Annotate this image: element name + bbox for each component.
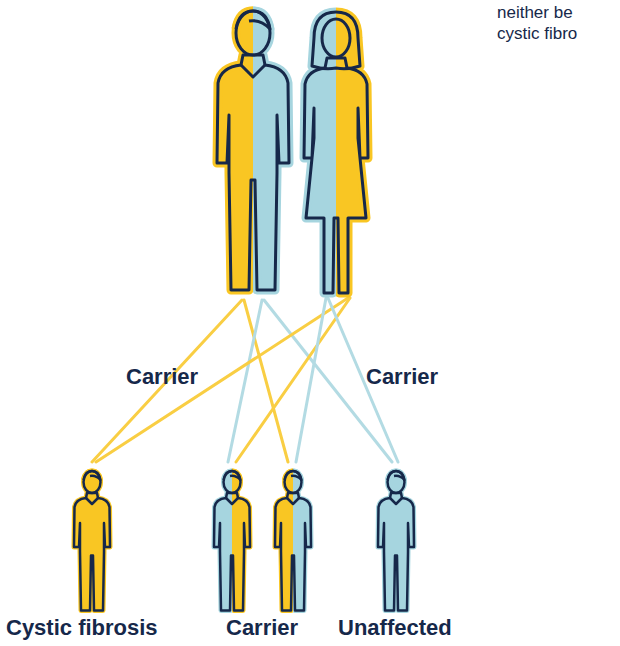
note-text: neither be [497, 3, 573, 23]
child-label: Cystic fibrosis [6, 615, 158, 640]
parent-label: Carrier [126, 364, 198, 389]
child-figure [275, 471, 311, 611]
note-text: cystic fibro [497, 24, 577, 44]
child-figure [378, 471, 414, 611]
father-figure [217, 11, 289, 290]
child-figure [74, 471, 110, 611]
mother-figure [304, 12, 368, 293]
child-label: Unaffected [338, 615, 452, 640]
inheritance-lines [92, 298, 398, 462]
child-label: Carrier [226, 615, 298, 640]
child-figure [214, 471, 250, 611]
parent-label: Carrier [366, 364, 438, 389]
